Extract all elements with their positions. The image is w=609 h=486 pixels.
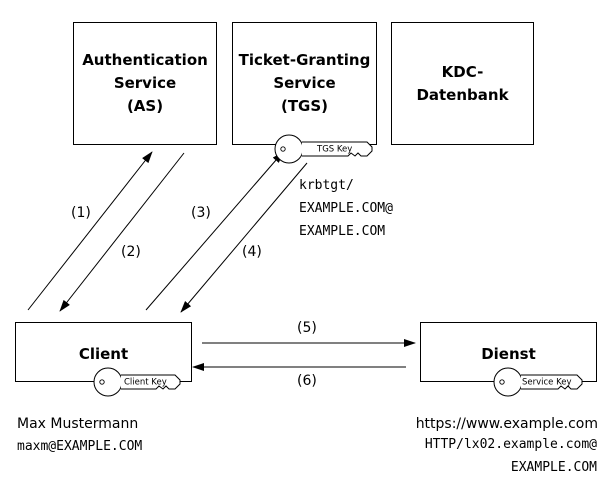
arrow-label-1: (1) [71,205,91,221]
authentication-service-label: Authentication Service (AS) [82,51,208,115]
dienst-label: Dienst [481,344,536,363]
service-principal: HTTP/lx02.example.com@ EXAMPLE.COM [424,437,597,475]
client-principal: maxm@EXAMPLE.COM [17,439,143,454]
authentication-service-box: Authentication Service (AS) [73,22,217,145]
kdc-database-label: KDC- Datenbank [416,62,509,104]
arrow-label-2: (2) [121,244,141,260]
arrow-label-4: (4) [242,244,262,260]
arrow-label-6: (6) [297,373,317,389]
arrow-4 [180,162,308,313]
arrow-3 [145,151,284,311]
arrow-label-3: (3) [191,205,211,221]
client-key-label: Client Key [124,378,167,388]
dienst-box: Dienst [420,322,597,382]
service-key-label: Service Key [522,378,572,388]
ticket-granting-service-box: Ticket-Granting Service (TGS) [232,22,377,145]
tgs-key-icon: TGS Key [274,134,373,164]
arrow-2 [59,152,185,312]
client-key-icon: Client Key [93,367,181,397]
tgs-key-label: TGS Key [316,145,352,155]
service-key-icon: Service Key [493,367,583,397]
kdc-database-box: KDC- Datenbank [391,22,534,145]
tgs-principal: krbtgt/ EXAMPLE.COM@ EXAMPLE.COM [299,178,393,239]
client-name: Max Mustermann [17,416,139,432]
ticket-granting-service-label: Ticket-Granting Service (TGS) [238,51,371,115]
arrow-label-5: (5) [297,320,317,336]
client-label: Client [78,344,129,363]
arrow-1 [27,151,153,311]
service-url: https://www.example.com [415,416,598,432]
